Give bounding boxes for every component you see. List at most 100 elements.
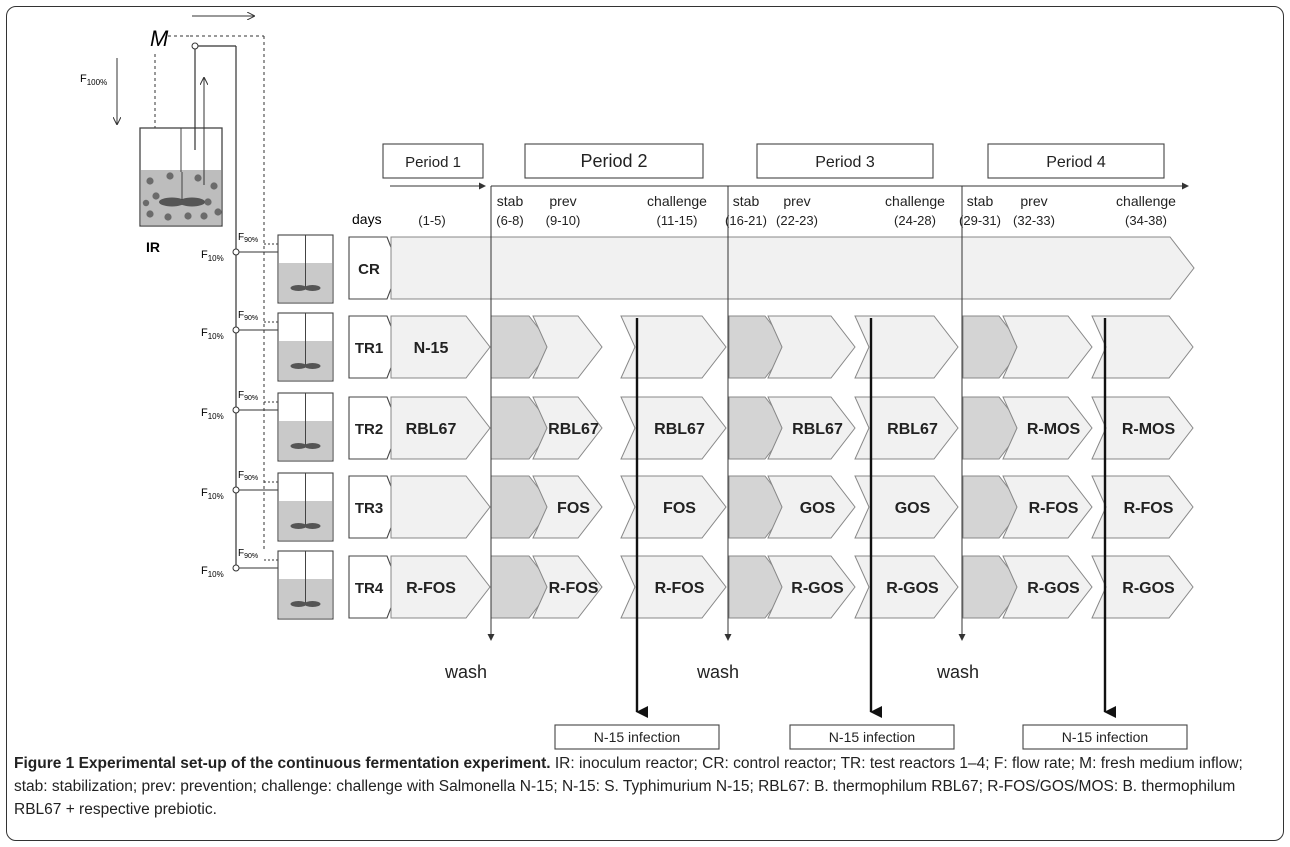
phase-name: prev <box>783 193 810 209</box>
phase-days: (32-33) <box>1013 213 1055 228</box>
inoculum-particles <box>142 172 222 221</box>
treatment-segment <box>1002 555 1093 619</box>
experimental-setup-diagram: M F100% IR F10 <box>80 0 1195 750</box>
wash-label: wash <box>936 662 979 682</box>
f100-label: F100% <box>80 73 107 87</box>
period-box <box>382 143 484 179</box>
phase-name: stab <box>967 193 994 209</box>
treatment-label: R-GOS <box>886 580 939 597</box>
infection-label: N-15 infection <box>829 729 915 745</box>
f10-label: F10% <box>201 249 224 263</box>
treatment-label: R-FOS <box>1029 500 1079 517</box>
infection-box <box>554 724 720 750</box>
wash-markers: wash wash wash <box>444 186 979 682</box>
phase-days: (34-38) <box>1125 213 1167 228</box>
phase-days: (22-23) <box>776 213 818 228</box>
stirrer-blade <box>304 601 321 607</box>
treatment-label: R-FOS <box>549 580 599 597</box>
treatment-segment <box>767 315 856 379</box>
reactor-label: TR4 <box>355 580 384 597</box>
period1-label: RBL67 <box>406 421 457 438</box>
phase-name: challenge <box>647 193 707 209</box>
stirrer-blade <box>290 601 307 607</box>
infection-box <box>789 724 955 750</box>
treatment-label: R-MOS <box>1027 421 1081 438</box>
stirrer-blade <box>159 197 185 207</box>
treatment-segment <box>1091 315 1194 379</box>
outflow-node <box>191 42 199 50</box>
treatment-label: R-MOS <box>1122 421 1176 438</box>
f90-label: F90% <box>238 232 258 244</box>
phase-days: (9-10) <box>546 213 581 228</box>
treatment-label: FOS <box>663 500 696 517</box>
stirrer-blade <box>290 363 307 369</box>
stab-segment <box>728 396 790 460</box>
f10-label: F10% <box>201 565 224 579</box>
infection-box <box>1022 724 1188 750</box>
stab-segment <box>962 396 1024 460</box>
wash-label: wash <box>444 662 487 682</box>
treatment-label: RBL67 <box>792 421 843 438</box>
stirrer-blade <box>290 523 307 529</box>
reactor-label: TR2 <box>355 421 383 438</box>
phase-days: (16-21) <box>725 213 767 228</box>
treatment-label: GOS <box>895 500 931 517</box>
treatment-segment <box>620 555 727 619</box>
stirrer-blade <box>290 285 307 291</box>
period1-label: N-15 <box>414 340 449 357</box>
stirrer-blade <box>290 443 307 449</box>
period-box <box>756 143 934 179</box>
period-label: Period 2 <box>580 151 647 171</box>
treatment-label: R-GOS <box>1122 580 1175 597</box>
phase-name: challenge <box>1116 193 1176 209</box>
stab-segment <box>728 475 790 539</box>
treatment-segment <box>620 396 727 460</box>
treatment-label: R-FOS <box>655 580 705 597</box>
phase-days: (6-8) <box>496 213 523 228</box>
treatment-label: GOS <box>800 500 836 517</box>
f90-label: F90% <box>238 310 258 322</box>
stirrer-blade <box>179 197 205 207</box>
inoculum-reactor-label: IR <box>146 239 160 255</box>
infection-label: N-15 infection <box>594 729 680 745</box>
period-box <box>987 143 1165 179</box>
treatment-segment <box>854 315 959 379</box>
period-headers: Period 1 Period 2 Period 3 Period 4 <box>382 143 1165 179</box>
reactor-label: CR <box>358 261 380 278</box>
treatment-label: R-GOS <box>791 580 844 597</box>
treatment-segment <box>854 555 959 619</box>
stirrer-blade <box>304 443 321 449</box>
f90-label: F90% <box>238 548 258 560</box>
phase-name: prev <box>1020 193 1047 209</box>
period-label: Period 4 <box>1046 154 1106 171</box>
phase-days: (29-31) <box>959 213 1001 228</box>
stirrer-blade <box>304 285 321 291</box>
treatment-label: FOS <box>557 500 590 517</box>
caption-body: IR: inoculum reactor; CR: control reacto… <box>14 755 1243 818</box>
treatment-segment <box>620 475 727 539</box>
treatment-label: RBL67 <box>887 421 938 438</box>
phase-name: prev <box>549 193 576 209</box>
stab-segment <box>962 555 1024 619</box>
phase-name: stab <box>497 193 524 209</box>
treatment-segment <box>532 555 603 619</box>
period-label: Period 1 <box>405 154 461 171</box>
period1-bar <box>390 315 491 379</box>
f90-label: F90% <box>238 390 258 402</box>
split-node <box>232 326 240 334</box>
phase-labels: (1-5)stab(6-8)prev(9-10)challenge(11-15)… <box>418 193 1176 228</box>
split-node <box>232 406 240 414</box>
treatment-label: RBL67 <box>548 421 599 438</box>
phase-days: (11-15) <box>657 213 698 228</box>
treatment-segment <box>854 396 959 460</box>
treatment-segment <box>1002 315 1093 379</box>
wash-label: wash <box>696 662 739 682</box>
split-node <box>232 486 240 494</box>
period-label: Period 3 <box>815 154 875 171</box>
stab-segment <box>728 315 790 379</box>
medium-inflow-label: M <box>150 26 169 51</box>
f10-label: F10% <box>201 487 224 501</box>
caption-title: Figure 1 Experimental set-up of the cont… <box>14 755 551 772</box>
treatment-label: R-GOS <box>1027 580 1080 597</box>
